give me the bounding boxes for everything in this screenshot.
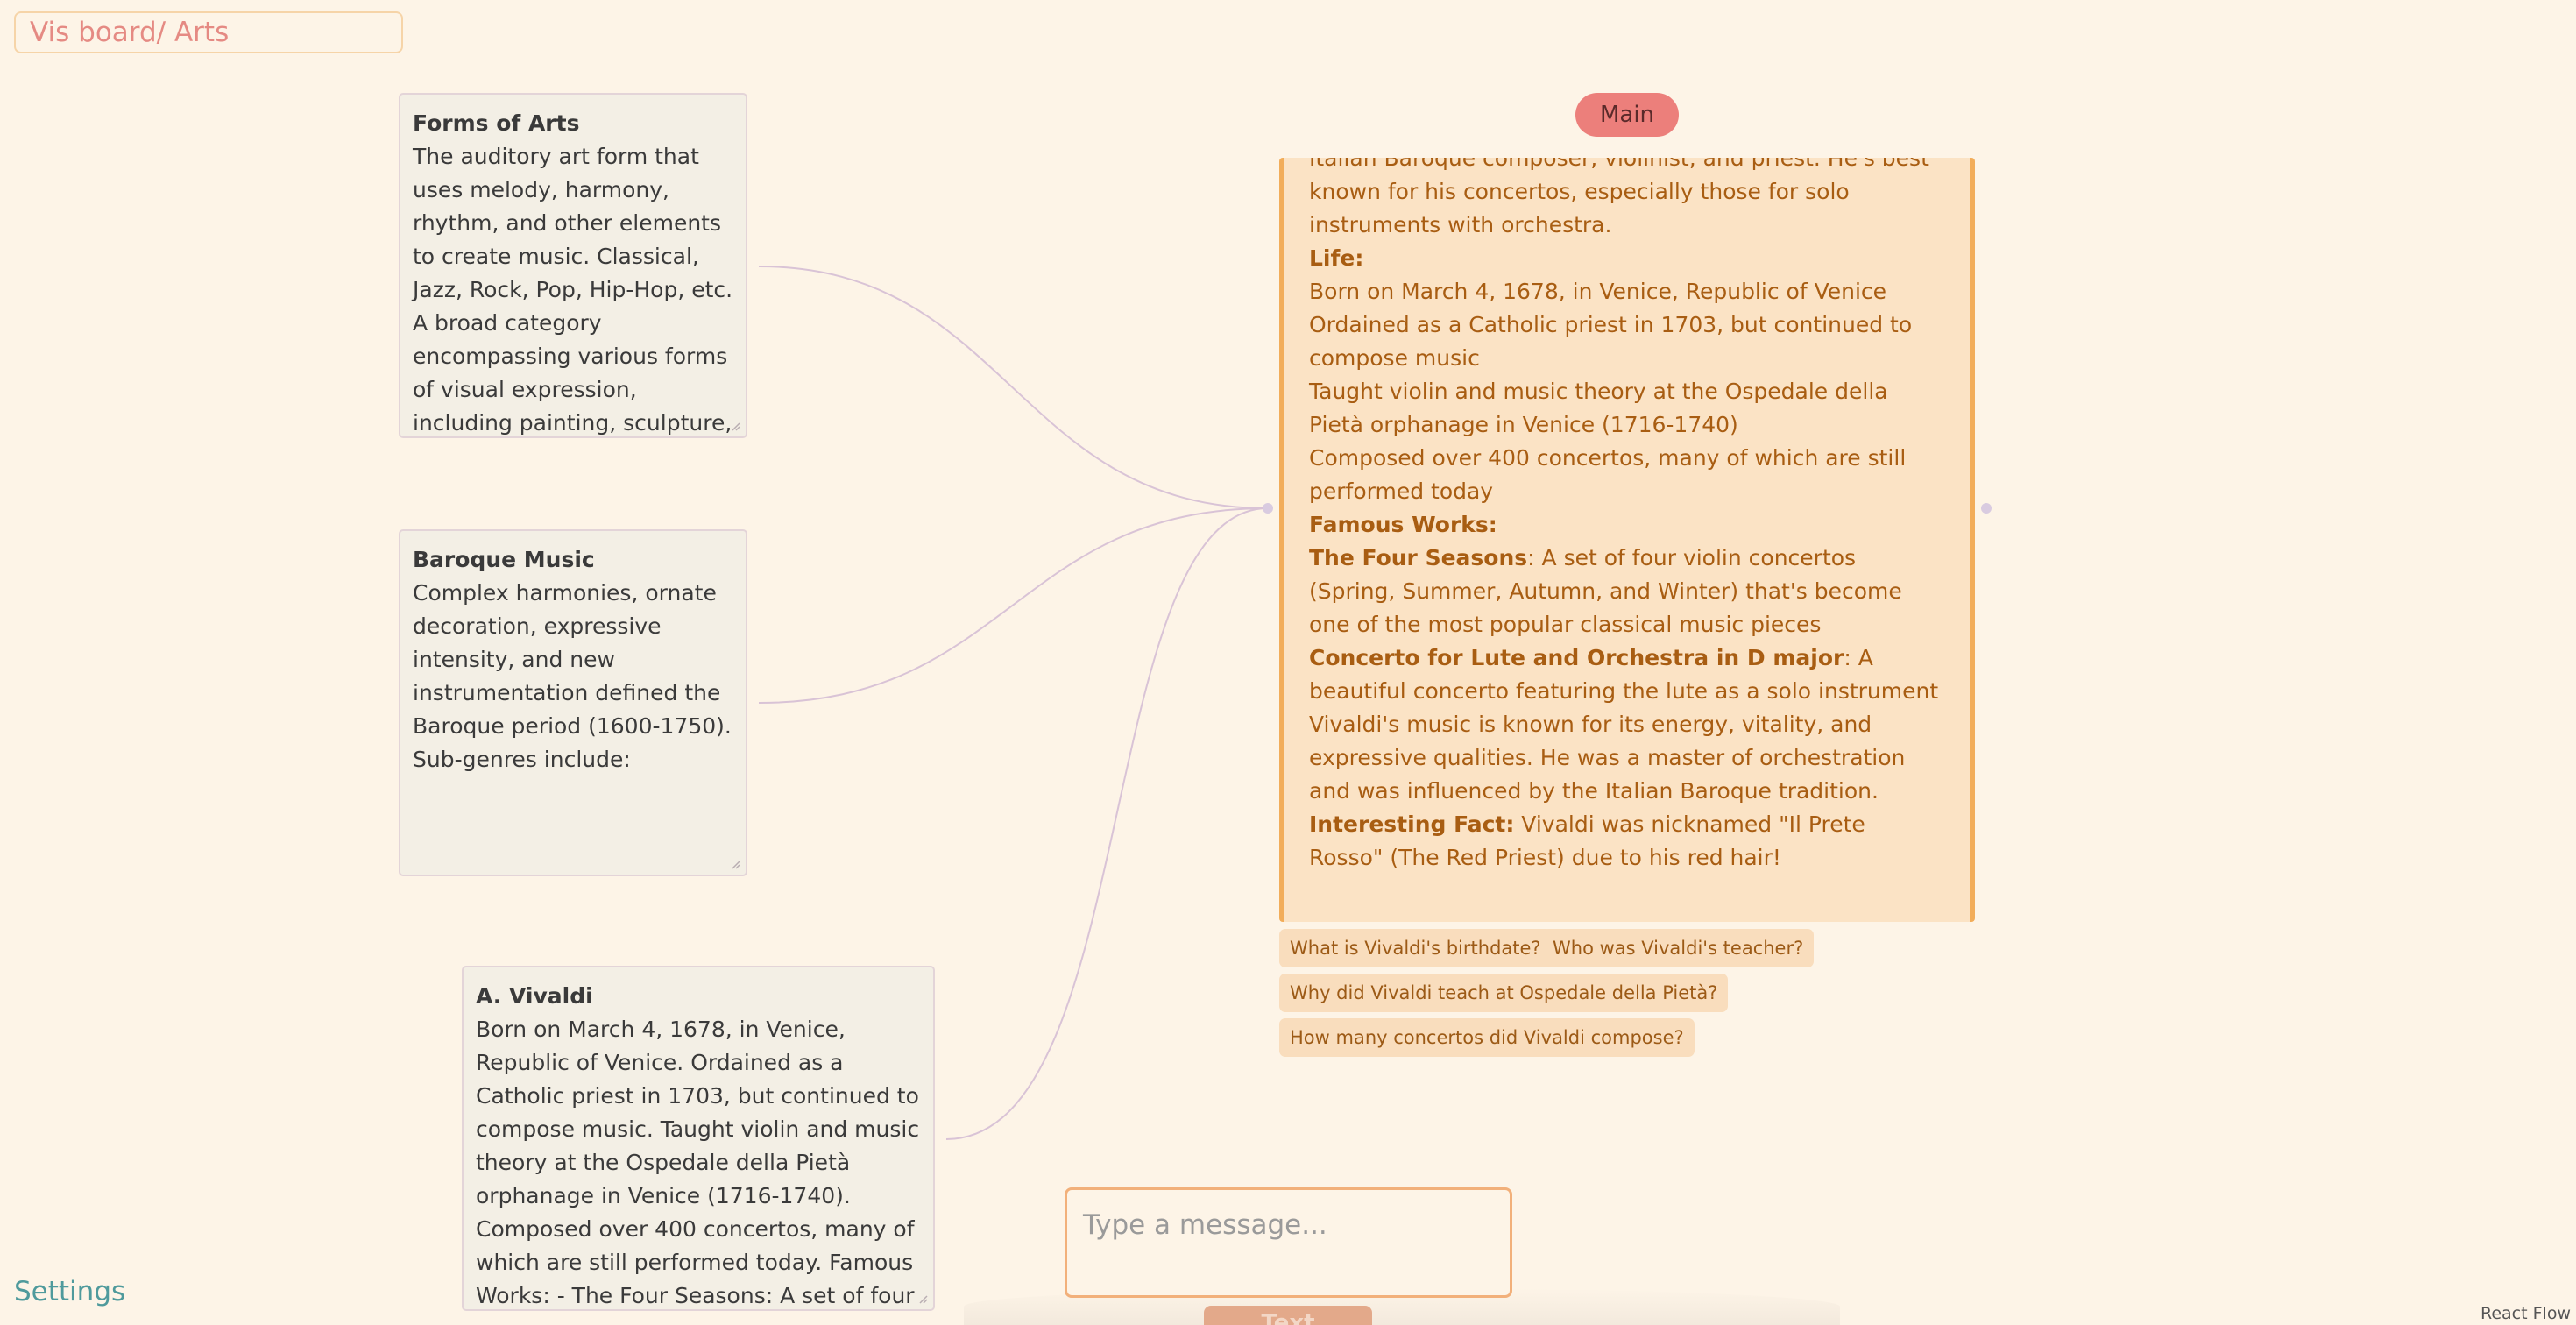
main-node-label[interactable]: Main bbox=[1575, 93, 1679, 137]
resize-handle-icon[interactable] bbox=[730, 421, 740, 431]
main-life-item: Ordained as a Catholic priest in 1703, b… bbox=[1309, 312, 1913, 371]
main-node-source-handle[interactable] bbox=[1981, 503, 1992, 514]
note-body[interactable]: Born on March 4, 1678, in Venice, Republ… bbox=[476, 1017, 920, 1308]
note-a-vivaldi[interactable]: A. Vivaldi Born on March 4, 1678, in Ven… bbox=[462, 966, 935, 1311]
work-name: The Four Seasons bbox=[1309, 545, 1528, 570]
settings-link[interactable]: Settings bbox=[14, 1276, 126, 1307]
main-node[interactable]: Italian Baroque composer, violinist, and… bbox=[1279, 158, 1975, 922]
fact-heading: Interesting Fact: bbox=[1309, 811, 1515, 837]
note-title: Forms of Arts bbox=[413, 110, 580, 136]
suggestion-chip[interactable]: What is Vivaldi's birthdate? bbox=[1279, 929, 1552, 967]
main-node-content: Italian Baroque composer, violinist, and… bbox=[1309, 158, 1940, 875]
message-input[interactable] bbox=[1081, 1208, 1499, 1281]
send-button[interactable]: Text bbox=[1204, 1306, 1372, 1325]
main-summary: Vivaldi's music is known for its energy,… bbox=[1309, 712, 1906, 804]
suggestion-chip[interactable]: How many concertos did Vivaldi compose? bbox=[1279, 1018, 1695, 1057]
main-fact: Interesting Fact: Vivaldi was nicknamed … bbox=[1309, 808, 1940, 875]
main-life-item: Born on March 4, 1678, in Venice, Republ… bbox=[1309, 279, 1887, 304]
note-body[interactable]: The auditory art form that uses melody, … bbox=[413, 144, 733, 436]
fact-text: Vivaldi was nicknamed "Il Prete Rosso" (… bbox=[1309, 811, 1865, 870]
work-desc: : A beautiful concerto featuring the lut… bbox=[1309, 645, 1939, 704]
edge-baroque-to-main bbox=[758, 507, 1269, 704]
main-intro: Italian Baroque composer, violinist, and… bbox=[1309, 158, 1929, 237]
edge-vivaldi-to-main bbox=[945, 507, 1269, 1140]
edge-forms-to-main bbox=[758, 266, 1269, 509]
message-composer[interactable] bbox=[1065, 1187, 1512, 1298]
work-desc: : A set of four violin concertos (Spring… bbox=[1309, 545, 1902, 637]
main-works-heading: Famous Works: bbox=[1309, 512, 1497, 537]
note-title: Baroque Music bbox=[413, 547, 595, 572]
main-work-item: The Four Seasons: A set of four violin c… bbox=[1309, 542, 1940, 641]
main-life-heading: Life: bbox=[1309, 245, 1364, 271]
main-life-item: Taught violin and music theory at the Os… bbox=[1309, 379, 1888, 437]
breadcrumb[interactable]: Vis board/ Arts bbox=[14, 11, 403, 53]
main-life-item: Composed over 400 concertos, many of whi… bbox=[1309, 445, 1907, 504]
suggestion-chip[interactable]: Why did Vivaldi teach at Ospedale della … bbox=[1279, 974, 1729, 1012]
suggestion-chip[interactable]: Who was Vivaldi's teacher? bbox=[1542, 929, 1815, 967]
react-flow-attribution[interactable]: React Flow bbox=[2475, 1302, 2576, 1325]
resize-handle-icon[interactable] bbox=[917, 1293, 928, 1304]
main-node-target-handle[interactable] bbox=[1263, 503, 1273, 514]
work-name: Concerto for Lute and Orchestra in D maj… bbox=[1309, 645, 1844, 670]
note-forms-of-arts[interactable]: Forms of Arts The auditory art form that… bbox=[399, 93, 747, 438]
note-title: A. Vivaldi bbox=[476, 983, 593, 1009]
note-body[interactable]: Complex harmonies, ornate decoration, ex… bbox=[413, 580, 732, 772]
resize-handle-icon[interactable] bbox=[730, 859, 740, 869]
note-baroque-music[interactable]: Baroque Music Complex harmonies, ornate … bbox=[399, 529, 747, 876]
main-work-item: Concerto for Lute and Orchestra in D maj… bbox=[1309, 641, 1940, 708]
